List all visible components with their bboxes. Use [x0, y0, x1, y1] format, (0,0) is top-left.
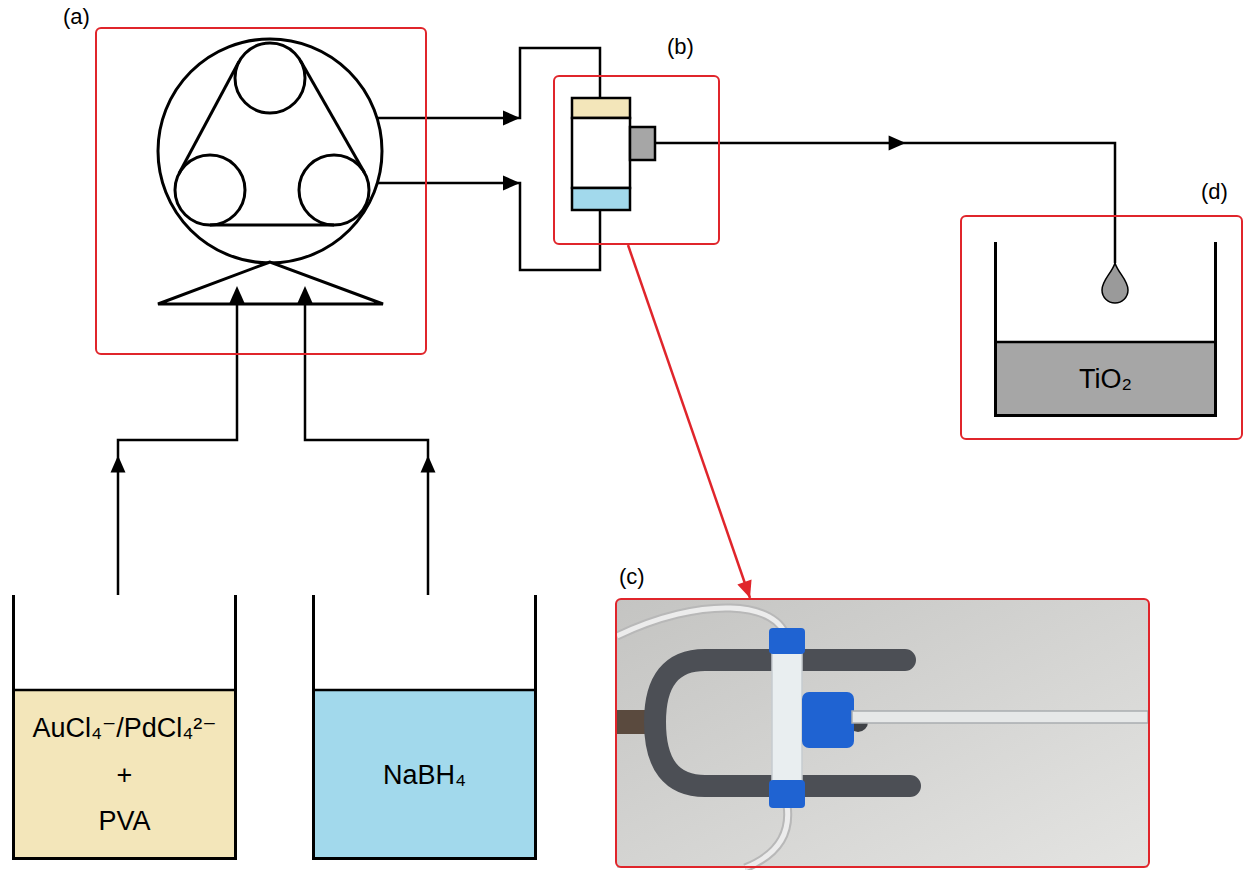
flow-arrow	[720, 136, 1115, 216]
tube	[745, 805, 788, 868]
fitting-cap	[769, 628, 805, 654]
beaker-shape	[312, 595, 537, 860]
fitting-nut	[802, 692, 854, 748]
flow-arrow	[427, 176, 600, 271]
connector-line	[305, 355, 428, 595]
panel-label: (a)	[63, 6, 90, 28]
arrow-head	[111, 456, 126, 473]
arrow-head	[298, 286, 313, 303]
arrow-head	[230, 286, 245, 303]
beaker: AuCl₄⁻/PdCl₄²⁻ + PVA	[12, 595, 237, 860]
connector-line	[628, 245, 750, 598]
mixer-body	[572, 118, 630, 188]
tube	[617, 608, 787, 640]
panel-frame: (c)	[615, 598, 1150, 868]
inlet-line	[599, 75, 602, 98]
flow-arrow	[305, 355, 436, 595]
pump-roller	[175, 155, 245, 225]
solution-label: TiO₂	[994, 363, 1217, 395]
connector-line	[427, 48, 600, 118]
outlet-line	[377, 117, 427, 120]
connector-line	[720, 143, 1115, 215]
pump-belt	[179, 62, 239, 174]
photo-background	[617, 600, 1148, 868]
tube	[852, 711, 1148, 723]
panel-label: (c)	[619, 566, 645, 588]
mixer-inlet	[572, 188, 630, 210]
panel-label: (d)	[1201, 181, 1228, 203]
connector-line	[118, 355, 237, 595]
feed-line	[304, 300, 307, 355]
tube	[617, 608, 787, 640]
pump-roller	[299, 155, 369, 225]
outlet-line	[655, 142, 720, 145]
outlet-line	[377, 182, 427, 185]
beaker-wall	[314, 595, 536, 859]
fitting-body	[772, 652, 802, 782]
pointer-arrow	[628, 245, 752, 598]
fitting-cap	[769, 780, 805, 808]
solution-label: AuCl₄⁻/PdCl₄²⁻ + PVA	[12, 705, 237, 844]
liquid-surface	[996, 341, 1216, 344]
pump-roller	[235, 43, 305, 113]
solution-label: NaBH₄	[312, 759, 537, 791]
arrow-head	[889, 136, 906, 151]
arrow-head	[503, 111, 520, 126]
mixer-outlet	[630, 127, 655, 160]
flow-arrow	[427, 48, 600, 126]
panel-frame: (a)	[95, 27, 427, 355]
mixer-inlet	[572, 98, 630, 118]
tube	[745, 805, 788, 868]
beaker: TiO₂	[994, 242, 1217, 417]
liquid-surface	[14, 689, 236, 692]
pump-belt	[300, 61, 364, 173]
droplet	[1102, 263, 1128, 303]
pump-head	[158, 39, 382, 263]
panel-frame: (d)TiO₂	[960, 215, 1243, 440]
feed-line	[236, 300, 239, 355]
arrow-head	[737, 579, 751, 598]
beaker: NaBH₄	[312, 595, 537, 860]
arrow-head	[503, 176, 520, 191]
panel-frame: (b)	[553, 75, 720, 245]
liquid-surface	[314, 689, 536, 692]
pump-belt	[210, 224, 334, 227]
flow-arrow	[111, 355, 238, 595]
pump-stand	[158, 262, 383, 304]
connector-line	[427, 183, 600, 270]
panel-label: (b)	[667, 36, 694, 58]
arrow-head	[421, 456, 436, 473]
inlet-line	[599, 210, 602, 245]
outlet-line	[1114, 215, 1117, 263]
